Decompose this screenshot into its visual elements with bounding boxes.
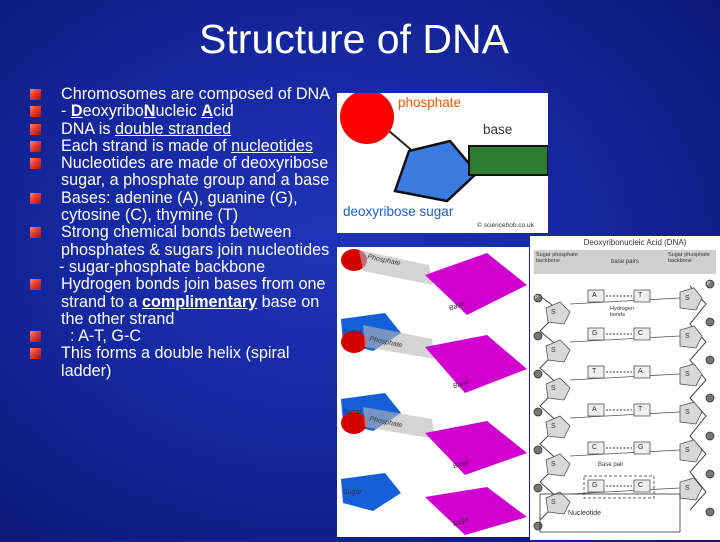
bullet-item: Each strand is made of nucleotides [30,136,330,155]
bullet-square-icon [30,227,41,239]
nucleotide-diagram: phosphate base deoxyribose sugar © scien… [337,93,548,233]
bullet-square-icon [30,192,41,204]
phosphate-circle [340,93,394,144]
nucleotide-label: Nucleotide [568,510,602,517]
dna-ladder-diagram: Deoxyribonucleic Acid (DNA) Sugar phosph… [530,236,720,540]
nucleotide-3 [341,393,527,475]
complimentary-link[interactable]: complimentary [142,292,258,311]
sugar-pentagon [393,139,479,203]
bullet-square-icon [30,123,41,135]
dna-diagram-title: Deoxyribonucleic Acid (DNA) [583,238,687,247]
bullet-item: - DeoxyriboNucleic Acid [30,103,330,120]
bullet-square-icon [30,348,41,360]
nucleotide-2 [341,313,527,393]
nucleotides-link[interactable]: nucleotides [231,136,313,155]
credit-text: © sciencebob.co.uk [477,222,534,229]
nucleotide-stack-diagram: Phosphate Base Sugar Phosphate Base Suga… [337,247,529,537]
bullet-item: Strong chemical bonds between phosphates… [30,224,330,259]
bullet-square-icon [30,158,41,170]
slide-title: Structure of DNA [199,16,509,62]
double-stranded-link[interactable]: double stranded [114,119,232,138]
nucleotide-1 [341,249,527,315]
dna-ladder-shapes [533,279,715,533]
bullet-item: Bases: adenine (A), guanine (G), cytosin… [30,189,330,225]
nucleotide-shapes [340,93,548,203]
bullet-item: : A-T, G-C [30,328,330,345]
base-label: base [483,122,513,137]
bullet-list: Chromosomes are composed of DNA - Deoxyr… [30,85,330,380]
bullet-item: DNA is double stranded [30,119,330,138]
nucleotide-4 [341,473,527,535]
bullet-square-icon [30,89,41,100]
bullet-square-icon [30,140,41,152]
phosphate-label: phosphate [398,95,462,110]
bullet-square-icon [30,106,41,118]
nucleotide-stack-shapes [341,249,527,535]
bullet-item: Chromosomes are composed of DNA [30,85,330,103]
bullet-item: Hydrogen bonds join bases from one stran… [30,276,330,328]
bullet-square-icon [30,279,41,291]
bullet-item: Nucleotides are made of deoxyribose suga… [30,154,330,190]
ladder-header [534,250,716,274]
bullet-item: This forms a double helix (spiral ladder… [30,345,330,380]
bullet-square-icon [30,331,41,343]
base-rectangle [468,145,548,176]
sugar-label: deoxyribose sugar [343,204,454,219]
bullet-item: - sugar-phosphate backbone [59,257,266,276]
